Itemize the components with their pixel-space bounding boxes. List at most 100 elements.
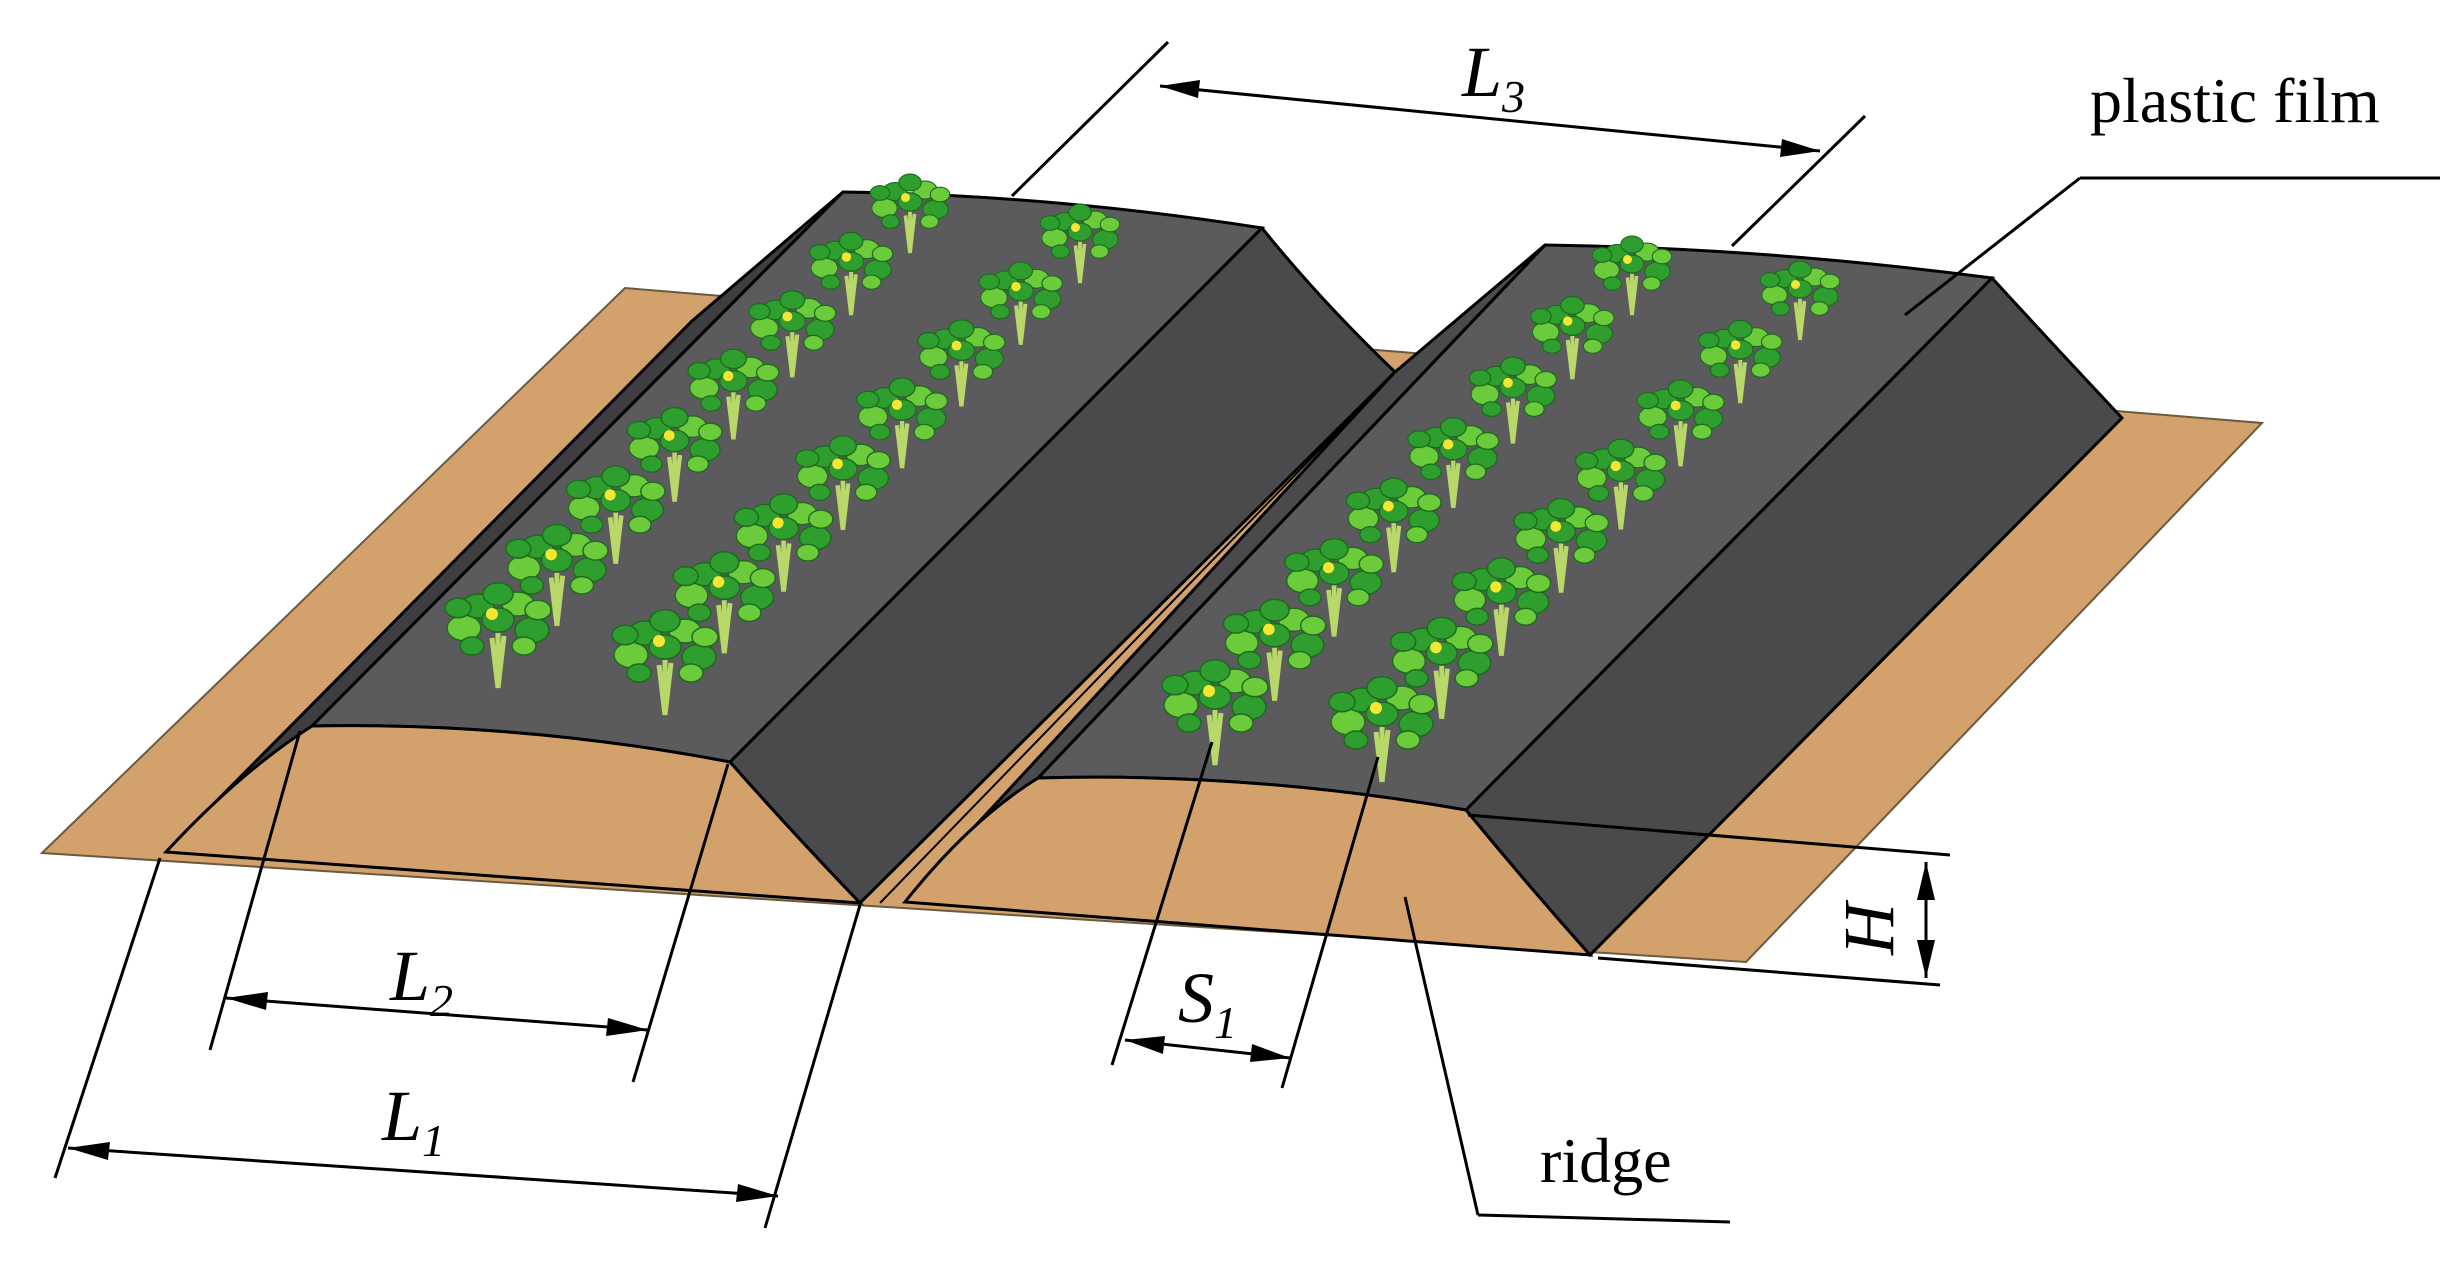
plant [1451, 557, 1552, 657]
plant-leaf [917, 332, 940, 350]
plant-flower [901, 193, 910, 202]
plant-leaf [1345, 491, 1371, 511]
ridge-1 [162, 190, 1398, 906]
plant-leaf [686, 455, 710, 473]
plant-leaf [687, 361, 711, 380]
plant [1574, 438, 1667, 530]
plant-stem [656, 660, 674, 716]
plant-leaf [1602, 276, 1623, 291]
plant-leaf [868, 423, 891, 441]
plant-leaf [747, 543, 772, 562]
plant-leaf [733, 507, 760, 528]
plant-leaf [929, 363, 951, 380]
plant [1759, 260, 1841, 341]
plant-leaf [678, 663, 704, 683]
plant-flower [663, 430, 675, 441]
plant-stem [1505, 398, 1520, 444]
plant-leaf [1574, 451, 1599, 470]
plant [1530, 295, 1615, 380]
plastic-film-leader [1904, 176, 2081, 317]
plant-leaf [898, 173, 922, 192]
plant-leaf [1591, 247, 1613, 263]
plant-leaf [1727, 319, 1753, 339]
S1-arrow-right [1250, 1044, 1290, 1062]
plant-leaf [1523, 401, 1545, 418]
plant-leaf [1702, 393, 1725, 411]
dimension-S1: S1 [1110, 741, 1380, 1089]
plant [1161, 659, 1269, 766]
plant-leaf [1298, 588, 1322, 607]
plant-leaf [768, 493, 799, 516]
plant-leaf [541, 523, 573, 547]
plant-stem [1373, 727, 1391, 783]
plant-leaf [444, 597, 472, 619]
plant-leaf [1031, 304, 1052, 320]
plant [869, 173, 951, 254]
plant-leaf [1560, 295, 1585, 315]
plant-leaf [972, 363, 994, 380]
plant-leaf [1395, 730, 1421, 750]
plant-leaf [1750, 362, 1771, 378]
plant-stem [1565, 336, 1580, 380]
plant [1698, 319, 1783, 404]
plant-leaf [828, 435, 857, 457]
plant-leaf [1408, 693, 1436, 715]
plant-flower [604, 489, 616, 501]
H-label: H [1829, 899, 1909, 956]
dimension-L2: L2 [208, 730, 730, 1083]
plant-flower [782, 311, 793, 322]
plant-leaf [1068, 203, 1092, 222]
plant [1591, 235, 1673, 316]
plant-leaf [1643, 453, 1667, 472]
L1-arrow-left [68, 1142, 110, 1160]
plant-leaf [1379, 477, 1408, 499]
L1-extension-left [53, 857, 162, 1179]
plant [565, 465, 666, 565]
ridge-callout: ridge [1403, 896, 1731, 1224]
plant-flower [841, 252, 852, 262]
plant-leaf [990, 304, 1011, 320]
plant-flower [1670, 400, 1681, 411]
plant [856, 377, 949, 469]
plant-flower [1011, 281, 1021, 292]
plant-leaf [803, 334, 825, 351]
plant-leaf [1041, 275, 1063, 292]
plant [1222, 598, 1327, 702]
plant-leaf [1405, 525, 1429, 544]
plant-leaf [1299, 615, 1327, 636]
plant-leaf [1698, 332, 1720, 349]
plant-flower [1322, 562, 1335, 574]
plant-stem [1266, 647, 1283, 702]
plant-stem [775, 540, 792, 592]
plant-leaf [1439, 416, 1467, 438]
plant-leaf [691, 626, 719, 648]
plant-leaf [1467, 633, 1494, 654]
plant [687, 348, 780, 440]
L3-arrow-left [1160, 80, 1200, 98]
plant-leaf [459, 636, 485, 656]
plant-stem [1553, 543, 1569, 593]
plant-leaf [1366, 676, 1398, 700]
L2-arrow-right [606, 1018, 648, 1036]
plant-leaf [869, 185, 891, 201]
plant-leaf [1641, 276, 1662, 291]
plant-leaf [1584, 513, 1610, 533]
plant-leaf [628, 515, 652, 534]
plant-leaf [924, 392, 949, 411]
plant-stem [1493, 604, 1510, 657]
plant-flower [1382, 500, 1394, 512]
plant-leaf [1241, 676, 1269, 698]
plant [1468, 356, 1558, 444]
plant-leaf [482, 582, 514, 606]
plant-leaf [1161, 674, 1189, 696]
plant-stem [835, 480, 851, 531]
L2-extension-left [208, 730, 302, 1051]
plant-leaf [1651, 248, 1673, 265]
plant-leaf [719, 348, 747, 370]
plant-flower [1730, 340, 1741, 350]
plant-flower [1370, 702, 1382, 714]
plant [1389, 616, 1494, 720]
plant-stem [1613, 482, 1629, 530]
plant-leaf [779, 290, 806, 310]
plant-leaf [519, 575, 545, 595]
